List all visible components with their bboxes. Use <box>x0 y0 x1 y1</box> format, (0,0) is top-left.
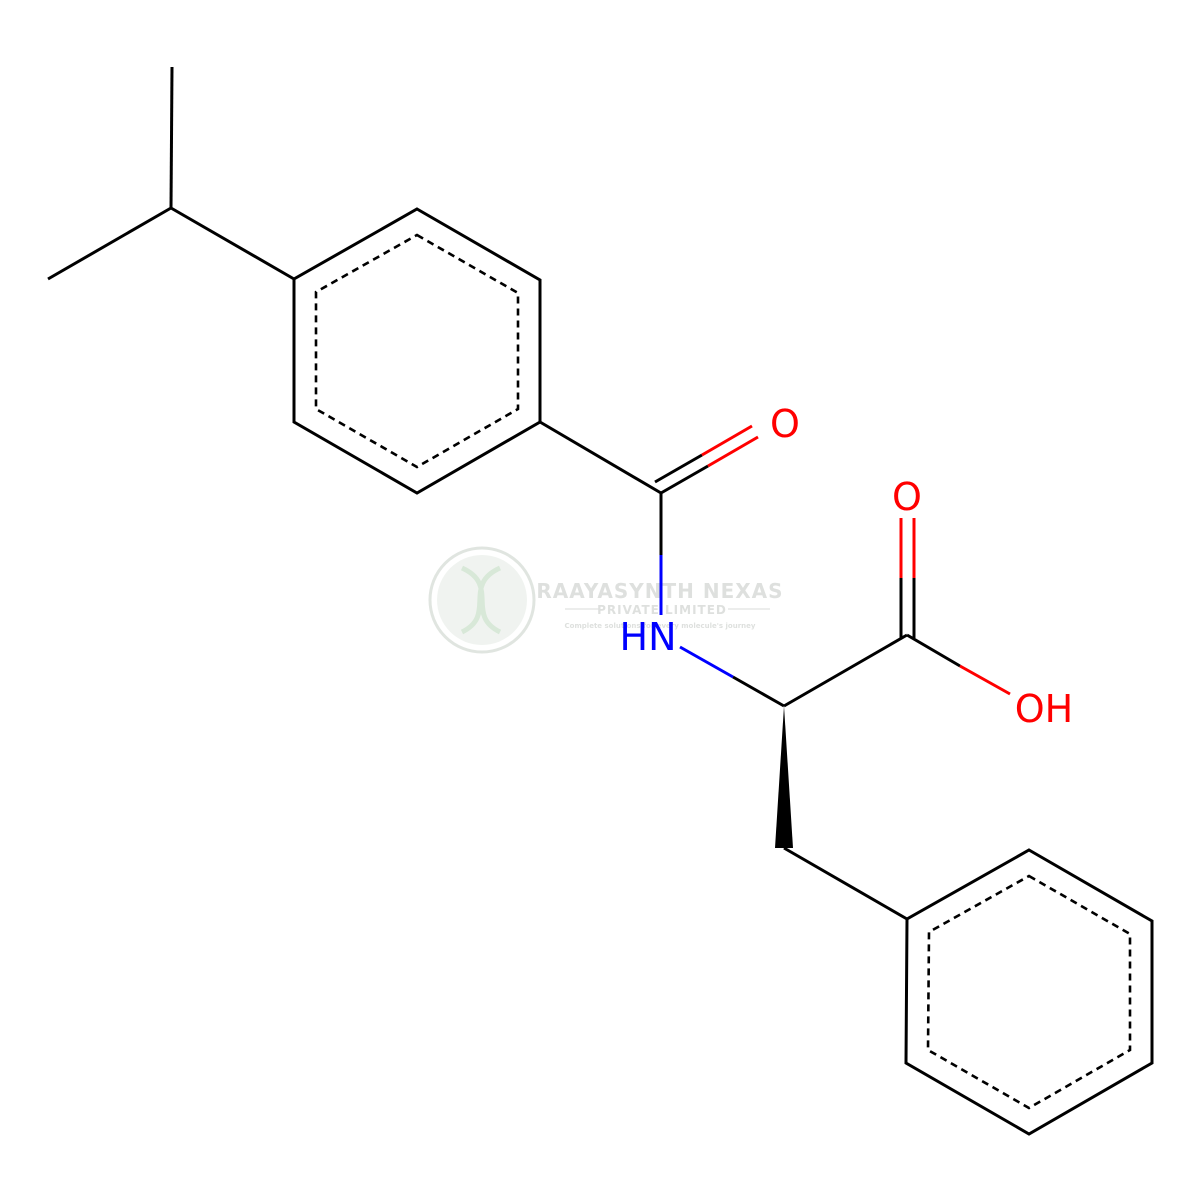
bond-methyl-top <box>169 66 174 209</box>
watermark-logo-ring <box>428 546 536 654</box>
carbonyl-oxygen-label: O <box>770 402 800 446</box>
ring-outer <box>292 207 542 495</box>
phenyl-ring-outer <box>904 848 1154 1136</box>
bond-carboxyl-hydroxyl-black <box>906 633 961 668</box>
watermark: RAAYASYNTH NEXAS PRIVATE LIMITED Complet… <box>428 546 783 654</box>
isopropyl-group <box>47 66 295 281</box>
amide-nitrogen-label: HN <box>620 615 677 659</box>
ring-aromatic-inner <box>314 233 520 469</box>
acid-oxygen-label: O <box>892 475 922 519</box>
benzyl-group <box>775 706 1154 1136</box>
bond-nitrogen-alpha-blue <box>679 645 734 679</box>
bond-carbonyl-double-2b <box>701 424 753 457</box>
bond-methyl-left <box>47 206 172 281</box>
bond-carbonyl-double-1a <box>660 464 709 495</box>
hydroxyl-label: OH <box>1015 687 1073 731</box>
bond-ring-carbonyl <box>539 420 662 495</box>
watermark-tagline: Complete solutions for every molecule's … <box>565 622 756 630</box>
bond-isopropyl-ring <box>170 206 295 281</box>
carboxyl-group: O OH <box>783 475 1073 731</box>
bond-methylene-ring <box>783 846 908 921</box>
phenyl-ring-aromatic-inner <box>926 874 1132 1110</box>
benzoyl-ring <box>292 207 542 495</box>
bond-carbonyl-double-1b <box>707 435 759 468</box>
bond-alpha-carboxyl <box>783 633 908 708</box>
stereo-wedge-bond <box>775 706 793 848</box>
watermark-dna-icon <box>460 565 502 635</box>
bond-carboxyl-hydroxyl-red <box>959 664 1011 696</box>
bond-carbonyl-double-2a <box>654 453 703 484</box>
bond-nitrogen-alpha-black <box>732 675 785 708</box>
amide-group: O HN <box>539 402 800 708</box>
